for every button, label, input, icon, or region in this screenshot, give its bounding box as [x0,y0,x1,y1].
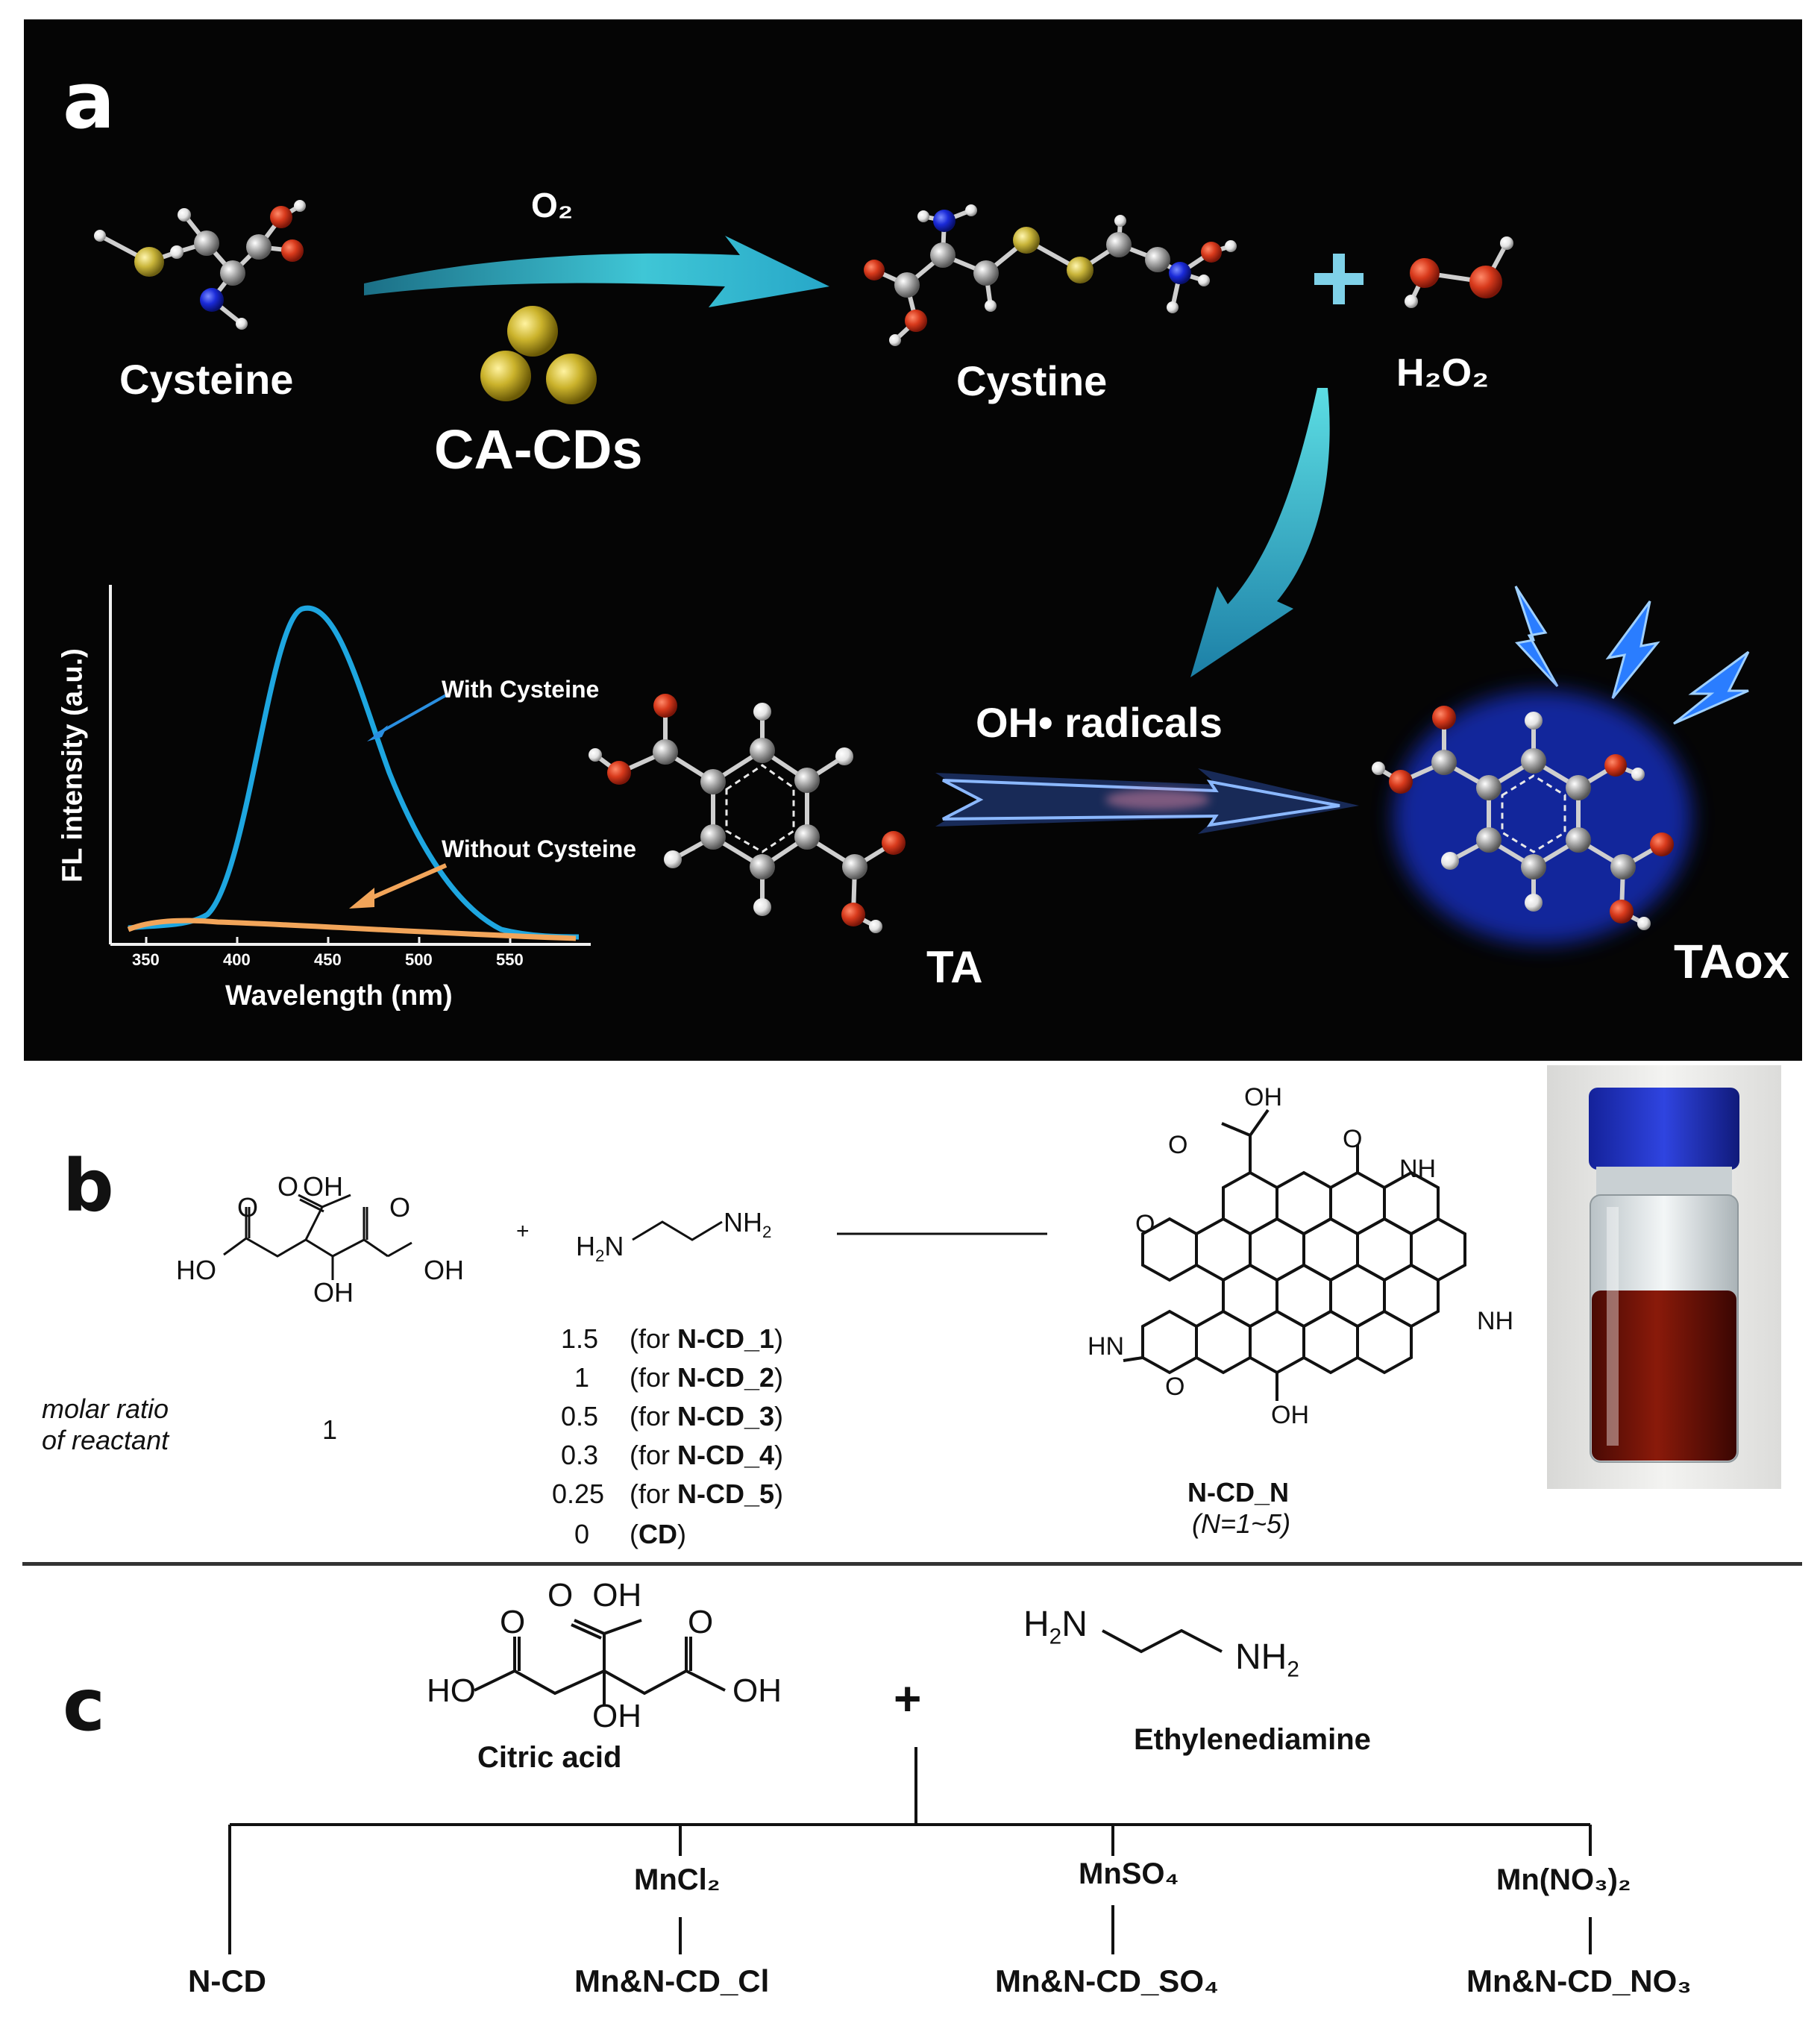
spectrum-xtick: 450 [314,950,342,969]
ratio-value: 0.3 [561,1440,599,1470]
citric-acid-label: Citric acid [477,1741,622,1774]
cystine-molecule [864,204,1237,346]
citric-o-right: O [389,1192,411,1223]
taox-glow [1393,691,1692,944]
ta-molecule [589,694,906,933]
product-range: (N=1~5) [1192,1508,1291,1539]
h2o2-molecule [1405,236,1513,308]
citric-c-o-right: O [688,1604,714,1640]
ncd-o-2: O [1343,1125,1363,1153]
spectrum-ylabel: FL intensity (a.u.) [57,648,89,882]
plus-sign-a [1314,254,1364,304]
ncd-nh-top: NH [1399,1155,1437,1183]
panel-divider [22,1562,1802,1566]
arrow-with-cysteine [374,694,447,737]
product-name: N-CD_N [1187,1477,1290,1508]
lightning-bolts [1514,586,1750,725]
citric-ratio: 1 [322,1414,338,1445]
panel-a: a O₂ Cysteine CA-CDs Cystine H₂O₂ OH• ra… [24,19,1802,1061]
citric-ho: HO [176,1255,216,1285]
annotation-with-cysteine: With Cysteine [442,676,600,703]
reagent-mnso4: MnSO₄ [1079,1857,1179,1890]
citric-oh-right: OH [424,1255,464,1285]
spectrum-xtick: 400 [223,950,251,969]
ncd-o-top: O [1168,1131,1188,1159]
oxidation-arrow [364,236,829,307]
panel-c-letter: c [63,1663,105,1747]
product-mn-ncd-so4: Mn&N-CD_SO₄ [995,1963,1220,1998]
panel-c-graphics [228,1619,1592,1954]
panel-b-letter: b [63,1144,114,1228]
citric-c-oh: OH [732,1672,782,1709]
taox-molecule [1372,706,1674,930]
plus-sign-c: + [894,1672,922,1725]
spectrum-inset [109,585,591,946]
label-oh-radicals: OH• radicals [976,699,1223,746]
plus-sign-b: + [516,1219,530,1244]
ratio-value: 1.5 [561,1323,599,1354]
spectrum-xlabel: Wavelength (nm) [225,980,453,1012]
citric-o-left: O [237,1192,259,1223]
vial-photo [1547,1065,1781,1489]
ratio-label: (for N-CD_5) [630,1478,784,1509]
label-catalyst: CA-CDs [434,418,643,480]
ncd-oh-top: OH [1244,1083,1282,1111]
label-h2o2: H₂O₂ [1396,351,1490,395]
ratio-value: 0 [574,1519,590,1549]
curve-with-cysteine [128,605,580,940]
vial-graphic [1589,1088,1739,1463]
panel-a-letter: a [63,55,116,146]
ratio-label: (for N-CD_3) [630,1401,784,1431]
ratio-label: (CD) [630,1519,686,1549]
annotation-without-cysteine: Without Cysteine [442,835,637,862]
label-oxidant: O₂ [531,186,574,225]
ncd-hn-left: HN [1088,1332,1125,1361]
label-cystine: Cystine [956,357,1108,404]
spectrum-xtick: 550 [496,950,524,969]
radical-arrow [935,768,1359,834]
ncd-nh-right: NH [1477,1307,1514,1335]
ratio-value: 0.25 [552,1478,605,1509]
ncd-oh-bottom: OH [1271,1401,1309,1429]
label-cysteine: Cysteine [119,356,294,403]
reagent-mnno32: Mn(NO₃)₂ [1496,1863,1631,1896]
ncd-o-left: O [1135,1210,1155,1238]
en-h2n: H2N [576,1231,624,1266]
ratio-value: 1 [574,1362,590,1393]
citric-oh-bottom: OH [313,1277,354,1308]
ethylenediamine-label: Ethylenediamine [1134,1723,1371,1756]
label-taox: TAox [1674,935,1790,988]
ratio-value: 0.5 [561,1401,599,1431]
curve-without-cysteine [127,918,577,941]
spectrum-xtick: 500 [405,950,433,969]
ncd-o-bottom: O [1165,1373,1185,1401]
ratio-label: (for N-CD_2) [630,1362,784,1393]
spectrum-xtick: 350 [132,950,160,969]
ca-cds-particles [480,306,597,404]
arrow-without-cysteine [363,863,448,903]
product-ncd: N-CD [188,1963,266,1998]
product-mn-ncd-no3: Mn&N-CD_NO₃ [1466,1963,1692,1998]
citric-c-o-left: O [500,1604,526,1640]
product-mn-ncd-cl: Mn&N-CD_Cl [574,1963,770,1998]
en-nh2: NH2 [724,1207,772,1242]
h2o2-to-radical-arrow [1190,388,1330,677]
en-c-nh2: NH2 [1235,1637,1299,1682]
ratio-label: (for N-CD_1) [630,1323,784,1354]
panel-a-graphics [94,200,1750,946]
label-ta: TA [926,942,983,992]
reagent-mncl2: MnCl₂ [634,1863,721,1896]
n-cd-structure [1123,1108,1466,1401]
en-c-h2n: H2N [1023,1605,1088,1649]
citric-c-oh-bottom: OH [592,1698,641,1734]
panel-b-graphics [223,1108,1466,1401]
citric-c-ho: HO [427,1672,476,1709]
ratio-label: (for N-CD_4) [630,1440,784,1470]
cysteine-molecule [94,200,306,330]
